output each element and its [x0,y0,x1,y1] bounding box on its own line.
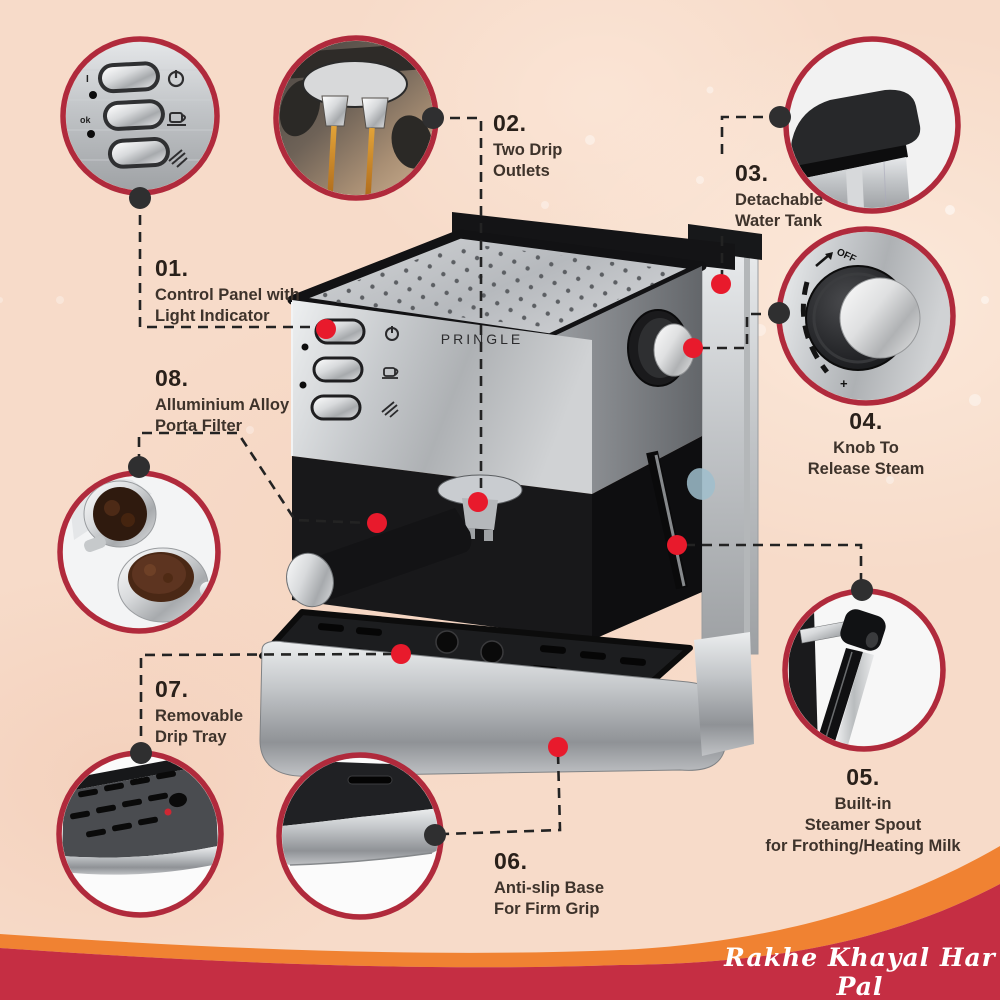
callout-line: Detachable [735,191,824,209]
connector-08 [137,431,370,525]
callout-number: 03. [735,160,769,186]
power-icon [385,326,399,341]
callout-line: Outlets [493,162,550,180]
steam-icon [168,149,188,168]
footer-wave [0,846,1000,1000]
machine-water-tank [688,224,762,655]
callout-line: Knob To [833,439,899,457]
callout-number: 04. [849,408,883,434]
callout-06-anti-slip-base: 06. Anti-slip Base For Firm Grip [494,848,604,920]
knob-plus-label: + [840,376,848,391]
callout-line: Light Indicator [155,307,270,325]
callout-number: 06. [494,848,528,874]
machine-front-panel: PRINGLE [291,300,592,494]
callout-line: Release Steam [807,460,925,478]
feature-circle-water-tank [783,36,961,214]
callout-line: for Frothing/Heating Milk [765,837,961,855]
feature-circle-steamer-spout [782,588,946,752]
feature-circle-control-panel: I ok [60,36,220,196]
connector-lines [137,115,863,836]
callout-line: Drip Tray [155,728,227,746]
background-sparkles [0,86,989,484]
callout-02-drip-outlets: 02. Two Drip Outlets [493,110,562,182]
callout-line: For Firm Grip [494,900,600,918]
callout-number: 02. [493,110,527,136]
machine-brew-section-side [592,436,702,640]
feature-marker-red-dots [316,274,731,757]
machine-top-lid [452,212,735,270]
brand-tagline: Rakhe Khayal Har Pal [724,943,996,1000]
callout-line: Steamer Spout [804,816,922,834]
espresso-machine: PRINGLE [259,212,762,777]
connector-06 [443,753,562,836]
callout-04-steam-knob: 04. Knob To Release Steam [775,408,957,480]
connector-black-dots [128,106,873,846]
connector-02 [433,116,483,494]
callout-line: Built-in [834,795,892,813]
callout-line: Removable [155,707,244,725]
callout-number: 01. [155,255,189,281]
callout-05-steamer-spout: 05. Built-in Steamer Spout for Frothing/… [741,764,985,857]
feature-circle-drip-tray [56,750,224,918]
footer-wave-orange [0,846,1000,968]
machine-group-head [437,474,523,541]
feature-circle-anti-slip-base [276,752,444,920]
callout-number: 08. [155,365,189,391]
coffee-cup-icon [382,367,399,379]
machine-portafilter-handle [286,508,472,608]
callout-line: Porta Filter [155,417,243,435]
connector-07 [139,652,394,745]
connector-05 [685,543,863,582]
power-icon [167,70,185,88]
connector-01 [138,198,318,329]
feature-circle-steam-knob: OFF + [776,226,956,406]
panel-label-i: I [86,74,89,85]
connector-03a [720,115,780,158]
connector-04 [700,312,771,350]
brand-label: PRINGLE [441,331,523,347]
machine-steam-wand [646,450,716,590]
callout-line: Anti-slip Base [494,879,605,897]
callout-07-drip-tray: 07. Removable Drip Tray [155,676,243,748]
callout-line: Two Drip [493,141,563,159]
machine-base-right [694,632,754,756]
coffee-cup-icon [167,112,186,126]
callout-line: Water Tank [735,212,823,230]
callout-01-control-panel: 01. Control Panel with Light Indicator [155,255,300,327]
callout-number: 05. [846,764,880,790]
callout-08-porta-filter: 08. Alluminium Alloy Porta Filter [155,365,289,437]
feature-circle-drip-outlets [273,35,439,201]
footer-wave-red [0,884,1000,1000]
feature-circle-porta-filter [57,470,221,634]
steam-icon [381,401,399,418]
callout-line: Control Panel with [155,286,300,304]
callout-03-water-tank: 03. Detachable Water Tank [735,160,823,232]
callout-line: Alluminium Alloy [155,396,290,414]
machine-steam-knob [627,309,695,387]
callout-number: 07. [155,676,189,702]
panel-label-ok: ok [80,115,91,125]
